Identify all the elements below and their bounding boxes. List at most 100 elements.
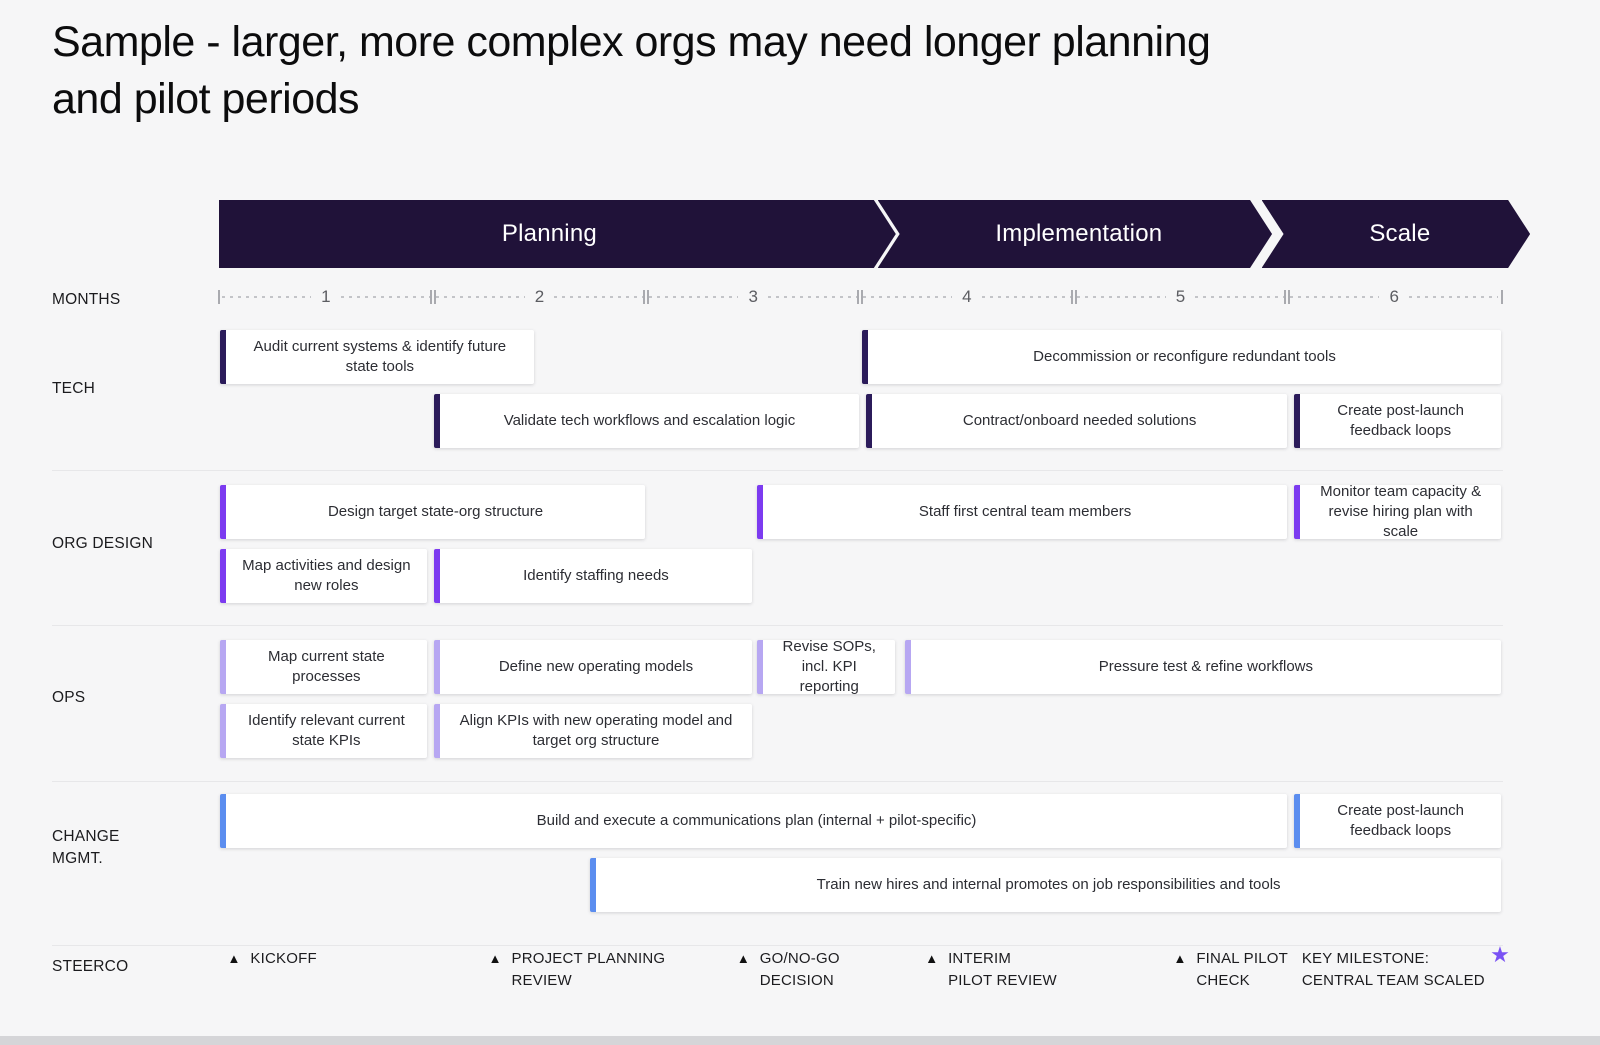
task-label: Audit current systems & identify future … — [253, 337, 507, 375]
task-bar: Align KPIs with new operating model and … — [433, 704, 752, 758]
task-label: Revise SOPs, incl. KPI reporting — [782, 637, 876, 696]
milestone-triangle-icon: ▲ — [1173, 951, 1187, 966]
month-cell: 2 — [429, 287, 647, 307]
phase-arrow-planning: Planning — [219, 200, 896, 268]
month-number: 2 — [534, 287, 545, 306]
task-bar: Monitor team capacity & revise hiring pl… — [1294, 483, 1501, 540]
task-bar: Identify staffing needs — [433, 549, 752, 603]
ruler-dots — [222, 296, 312, 298]
row-label-months: MONTHS — [52, 291, 121, 308]
milestone-label: INTERIM PILOT REVIEW — [948, 948, 1057, 992]
milestone-label-line: PROJECT PLANNING — [511, 950, 666, 967]
milestone-label-line: PILOT REVIEW — [948, 972, 1057, 989]
task-label: Staff first central team members — [918, 502, 1132, 520]
milestone-key-milestone-: KEY MILESTONE:CENTRAL TEAM SCALED — [1302, 948, 1485, 992]
task-bar: Decommission or reconfigure redundant to… — [862, 330, 1501, 384]
task-label: Monitor team capacity & revise hiring pl… — [1320, 482, 1482, 541]
task-bar: Validate tech workflows and escalation l… — [433, 394, 859, 448]
ruler-dots — [435, 296, 525, 298]
task-bar: Staff first central team members — [757, 485, 1287, 539]
milestone-triangle-icon: ▲ — [925, 951, 939, 966]
ruler-dots — [1076, 296, 1166, 298]
month-cell: 6 — [1284, 287, 1501, 307]
page-title: Sample - larger, more complex orgs may n… — [52, 18, 1211, 124]
task-bar: Build and execute a communications plan … — [220, 794, 1287, 848]
row-label-change-mgmt-: CHANGE MGMT. — [52, 828, 120, 868]
month-number: 5 — [1175, 287, 1186, 306]
milestone-triangle-icon: ▲ — [488, 951, 502, 966]
milestone-triangle-icon: ▲ — [736, 951, 750, 966]
task-bar: Define new operating models — [433, 640, 752, 694]
task-label: Define new operating models — [498, 657, 694, 675]
milestone-label-line: CENTRAL TEAM SCALED — [1301, 972, 1485, 989]
month-cell: 1 — [218, 287, 433, 307]
task-label: Build and execute a communications plan … — [536, 811, 977, 829]
phase-arrow-implementation: Implementation — [878, 200, 1272, 268]
ruler-end-tick — [1501, 290, 1504, 304]
lane-divider — [52, 625, 1503, 626]
month-cell: 3 — [643, 287, 860, 307]
milestone-label: KEY MILESTONE:CENTRAL TEAM SCALED — [1302, 948, 1485, 992]
ruler-dots — [649, 296, 739, 298]
task-label: Pressure test & refine workflows — [1098, 657, 1314, 675]
milestone-label-line: REVIEW — [511, 972, 572, 989]
task-label: Map current state processes — [268, 647, 385, 685]
bottom-edge-strip — [0, 1036, 1600, 1045]
task-bar: Create post-launch feedback loops — [1294, 794, 1501, 848]
task-label: Create post-launch feedback loops — [1337, 401, 1464, 439]
task-label: Identify relevant current state KPIs — [247, 711, 405, 749]
task-label: Contract/onboard needed solutions — [962, 411, 1197, 429]
milestone-kickoff: ▲KICKOFF — [228, 948, 317, 970]
ruler-dots — [767, 296, 858, 298]
task-bar: Pressure test & refine workflows — [904, 640, 1501, 694]
milestone-label-line: KICKOFF — [250, 950, 317, 967]
row-label-steerco: STEERCO — [52, 958, 129, 975]
task-bar: Map activities and design new roles — [220, 549, 427, 603]
task-bar: Create post-launch feedback loops — [1294, 394, 1501, 448]
milestone-label-line: DECISION — [759, 972, 834, 989]
phase-label: Implementation — [995, 220, 1163, 247]
task-label: Design target state-org structure — [327, 502, 544, 520]
task-label: Train new hires and internal promotes on… — [816, 875, 1281, 893]
ruler-dots — [863, 296, 953, 298]
month-number: 6 — [1389, 287, 1399, 306]
phase-label: Scale — [1369, 220, 1431, 247]
milestone-star-icon: ★ — [1490, 942, 1510, 967]
task-bar: Design target state-org structure — [220, 485, 645, 539]
ruler-dots — [340, 296, 430, 298]
ruler-dots — [1408, 296, 1499, 298]
row-label-tech: TECH — [52, 380, 95, 397]
ruler-dots — [1290, 296, 1380, 298]
ruler-dots — [1195, 296, 1285, 298]
ruler-dots — [981, 296, 1071, 298]
month-cell: 5 — [1070, 287, 1288, 307]
lane-divider — [52, 945, 1503, 946]
row-label-org-design: ORG DESIGN — [52, 535, 154, 552]
phase-arrows: Planning Implementation Scale — [219, 200, 1503, 268]
phase-arrow-scale: Scale — [1262, 200, 1531, 268]
task-bar: Audit current systems & identify future … — [220, 330, 534, 384]
phase-label: Planning — [501, 220, 597, 247]
milestone-label: PROJECT PLANNING REVIEW — [512, 948, 666, 992]
task-bar: Contract/onboard needed solutions — [866, 394, 1287, 448]
row-label-ops: OPS — [52, 689, 86, 706]
task-label: Map activities and design new roles — [242, 556, 411, 594]
task-bar: Revise SOPs, incl. KPI reporting — [757, 638, 896, 695]
milestone-label-line: CHECK — [1196, 972, 1250, 989]
lane-divider — [52, 470, 1503, 471]
milestone-interim: ▲ INTERIM PILOT REVIEW — [925, 948, 1057, 992]
task-bar: Train new hires and internal promotes on… — [590, 858, 1501, 912]
month-number: 1 — [321, 287, 331, 306]
milestone-label: KICKOFF — [250, 948, 316, 970]
task-label: Decommission or reconfigure redundant to… — [1033, 347, 1336, 365]
task-label: Identify staffing needs — [523, 566, 669, 584]
milestone-label-line: INTERIM — [948, 950, 1012, 967]
lane-divider — [52, 781, 1503, 782]
